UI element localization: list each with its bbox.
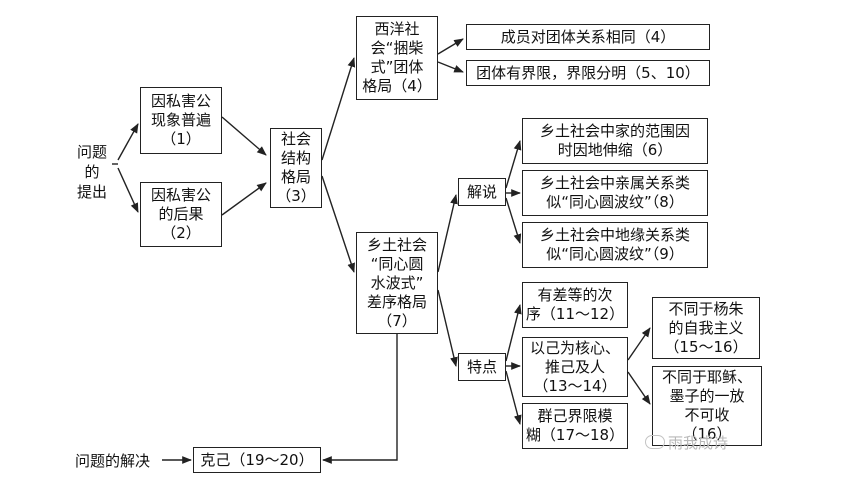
box-group-boundary: 团体有界限，界限分明（5、10） [466,60,710,86]
arrow-structure-to-china [321,175,355,273]
box-explanation: 解说 [458,178,506,206]
arrow-structure-to-west [321,57,356,161]
arrow-self-to-yangzhu [627,327,651,361]
arrow-china-to-feature [437,289,458,367]
arrow-question-to-n1 [117,123,139,161]
arrow-feature-to-f17 [505,370,522,425]
box-private-harm-common: 因私害公现象普遍（1） [140,87,222,154]
watermark: 雨我成诗 [645,432,728,453]
arrow-n1-to-structure [221,116,267,156]
arrow-n2-to-structure [221,182,267,216]
solution-label: 问题的解决 [75,452,151,470]
arrow-china-to-keji [322,334,398,464]
arrow-china-to-explain [437,194,458,273]
box-self-center: 以己为核心、推己及人（13～14） [522,337,628,397]
box-members-equal: 成员对团体关系相同（4） [466,24,710,50]
arrow-west-to-boundary [437,61,464,73]
watermark-icon [645,435,665,449]
arrow-explain-to-e6 [505,140,522,189]
arrow-question-to-n2 [117,167,139,213]
box-locality-ripple: 乡土社会中地缘关系类似“同心圆波纹”（9） [522,222,708,268]
arrow-feature-to-f11 [505,304,522,362]
arrow-explain-to-e9 [505,197,522,244]
box-kinship-ripple: 乡土社会中亲属关系类似“同心圆波纹”（8） [522,170,708,216]
box-blurred-boundary: 群己界限模糊（17～18） [522,403,628,449]
box-private-harm-consequence: 因私害公的后果（2） [140,182,222,247]
box-graded-order: 有差等的次序（11～12） [522,282,628,328]
box-differential-pattern: 乡土社会“同心圆水波式”差序格局（7） [356,232,438,334]
box-features: 特点 [458,353,506,381]
box-unlike-jesus-mozi: 不同于耶稣、墨子的一放不可收（16） [652,366,762,446]
box-unlike-yangzhu: 不同于杨朱的自我主义（15～16） [652,297,760,359]
arrow-west-to-members [437,38,464,55]
box-self-restraint: 克己（19～20） [193,447,321,473]
box-social-structure: 社会结构格局（3） [270,128,322,208]
question-label: 问题 的 提出 [76,143,107,201]
arrow-self-to-jesus [627,371,651,405]
box-family-range: 乡土社会中家的范围因时因地伸缩（6） [522,118,708,164]
box-western-pattern: 西洋社会“捆柴式”团体格局（4） [356,16,438,100]
